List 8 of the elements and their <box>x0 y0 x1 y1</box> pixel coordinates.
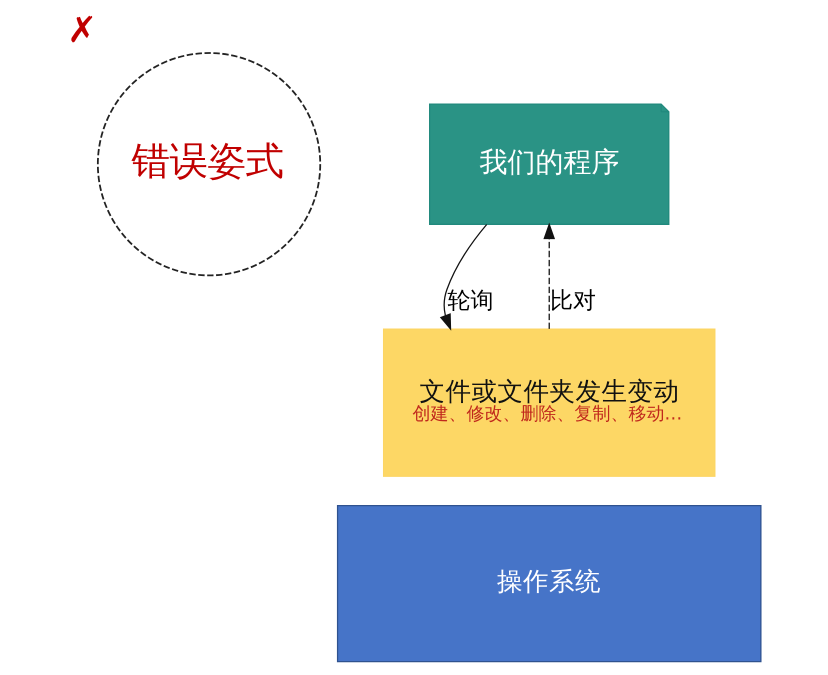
node-box: 文件或文件夹发生变动 创建、修改、删除、复制、移动… <box>382 328 716 477</box>
edge-label: 比对 <box>550 288 596 314</box>
edge-label: 轮询 <box>448 288 494 314</box>
node-box: 操作系统 <box>336 505 762 662</box>
node-label: ✗ <box>67 10 98 51</box>
node-circle: 错误姿式 <box>96 52 322 276</box>
arrow <box>440 224 488 331</box>
arrow <box>543 222 556 329</box>
